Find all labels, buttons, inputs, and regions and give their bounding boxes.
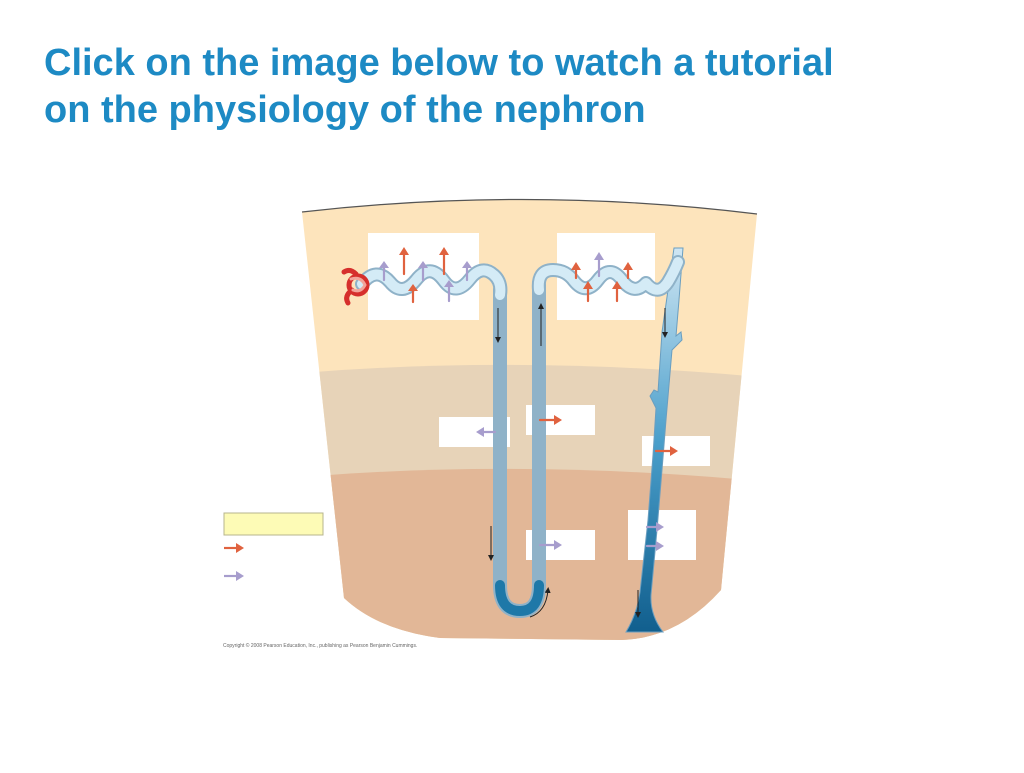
slide-title: Click on the image below to watch a tuto… (44, 40, 984, 134)
salt-arrow-icon (571, 262, 633, 303)
legend-salt-arrow-icon (224, 543, 244, 553)
salt-arrow-icon (399, 247, 449, 304)
inner-medulla-zone (302, 468, 757, 640)
cortex-outline (301, 198, 758, 215)
label-box-inner-duct (628, 510, 696, 560)
water-arrow-icon (594, 252, 604, 278)
flow-arrow-icon (488, 303, 668, 618)
water-arrow-icon (476, 427, 664, 551)
legend-title-box (223, 512, 324, 536)
slide-title-line-2: on the physiology of the nephron (44, 89, 646, 131)
water-arrow-icon (379, 261, 472, 303)
salt-arrow-icon (538, 415, 678, 456)
proximal-tubule (355, 263, 508, 302)
collecting-duct (625, 247, 684, 633)
slide-title-line-1: Click on the image below to watch a tuto… (44, 42, 834, 84)
glomerulus-icon (341, 267, 370, 306)
copyright-notice: Copyright © 2008 Pearson Education, Inc.… (223, 643, 418, 649)
legend (223, 512, 324, 581)
distal-tubule (531, 255, 685, 297)
legend-water-arrow-icon (224, 571, 244, 581)
transport-arrows (379, 247, 678, 551)
